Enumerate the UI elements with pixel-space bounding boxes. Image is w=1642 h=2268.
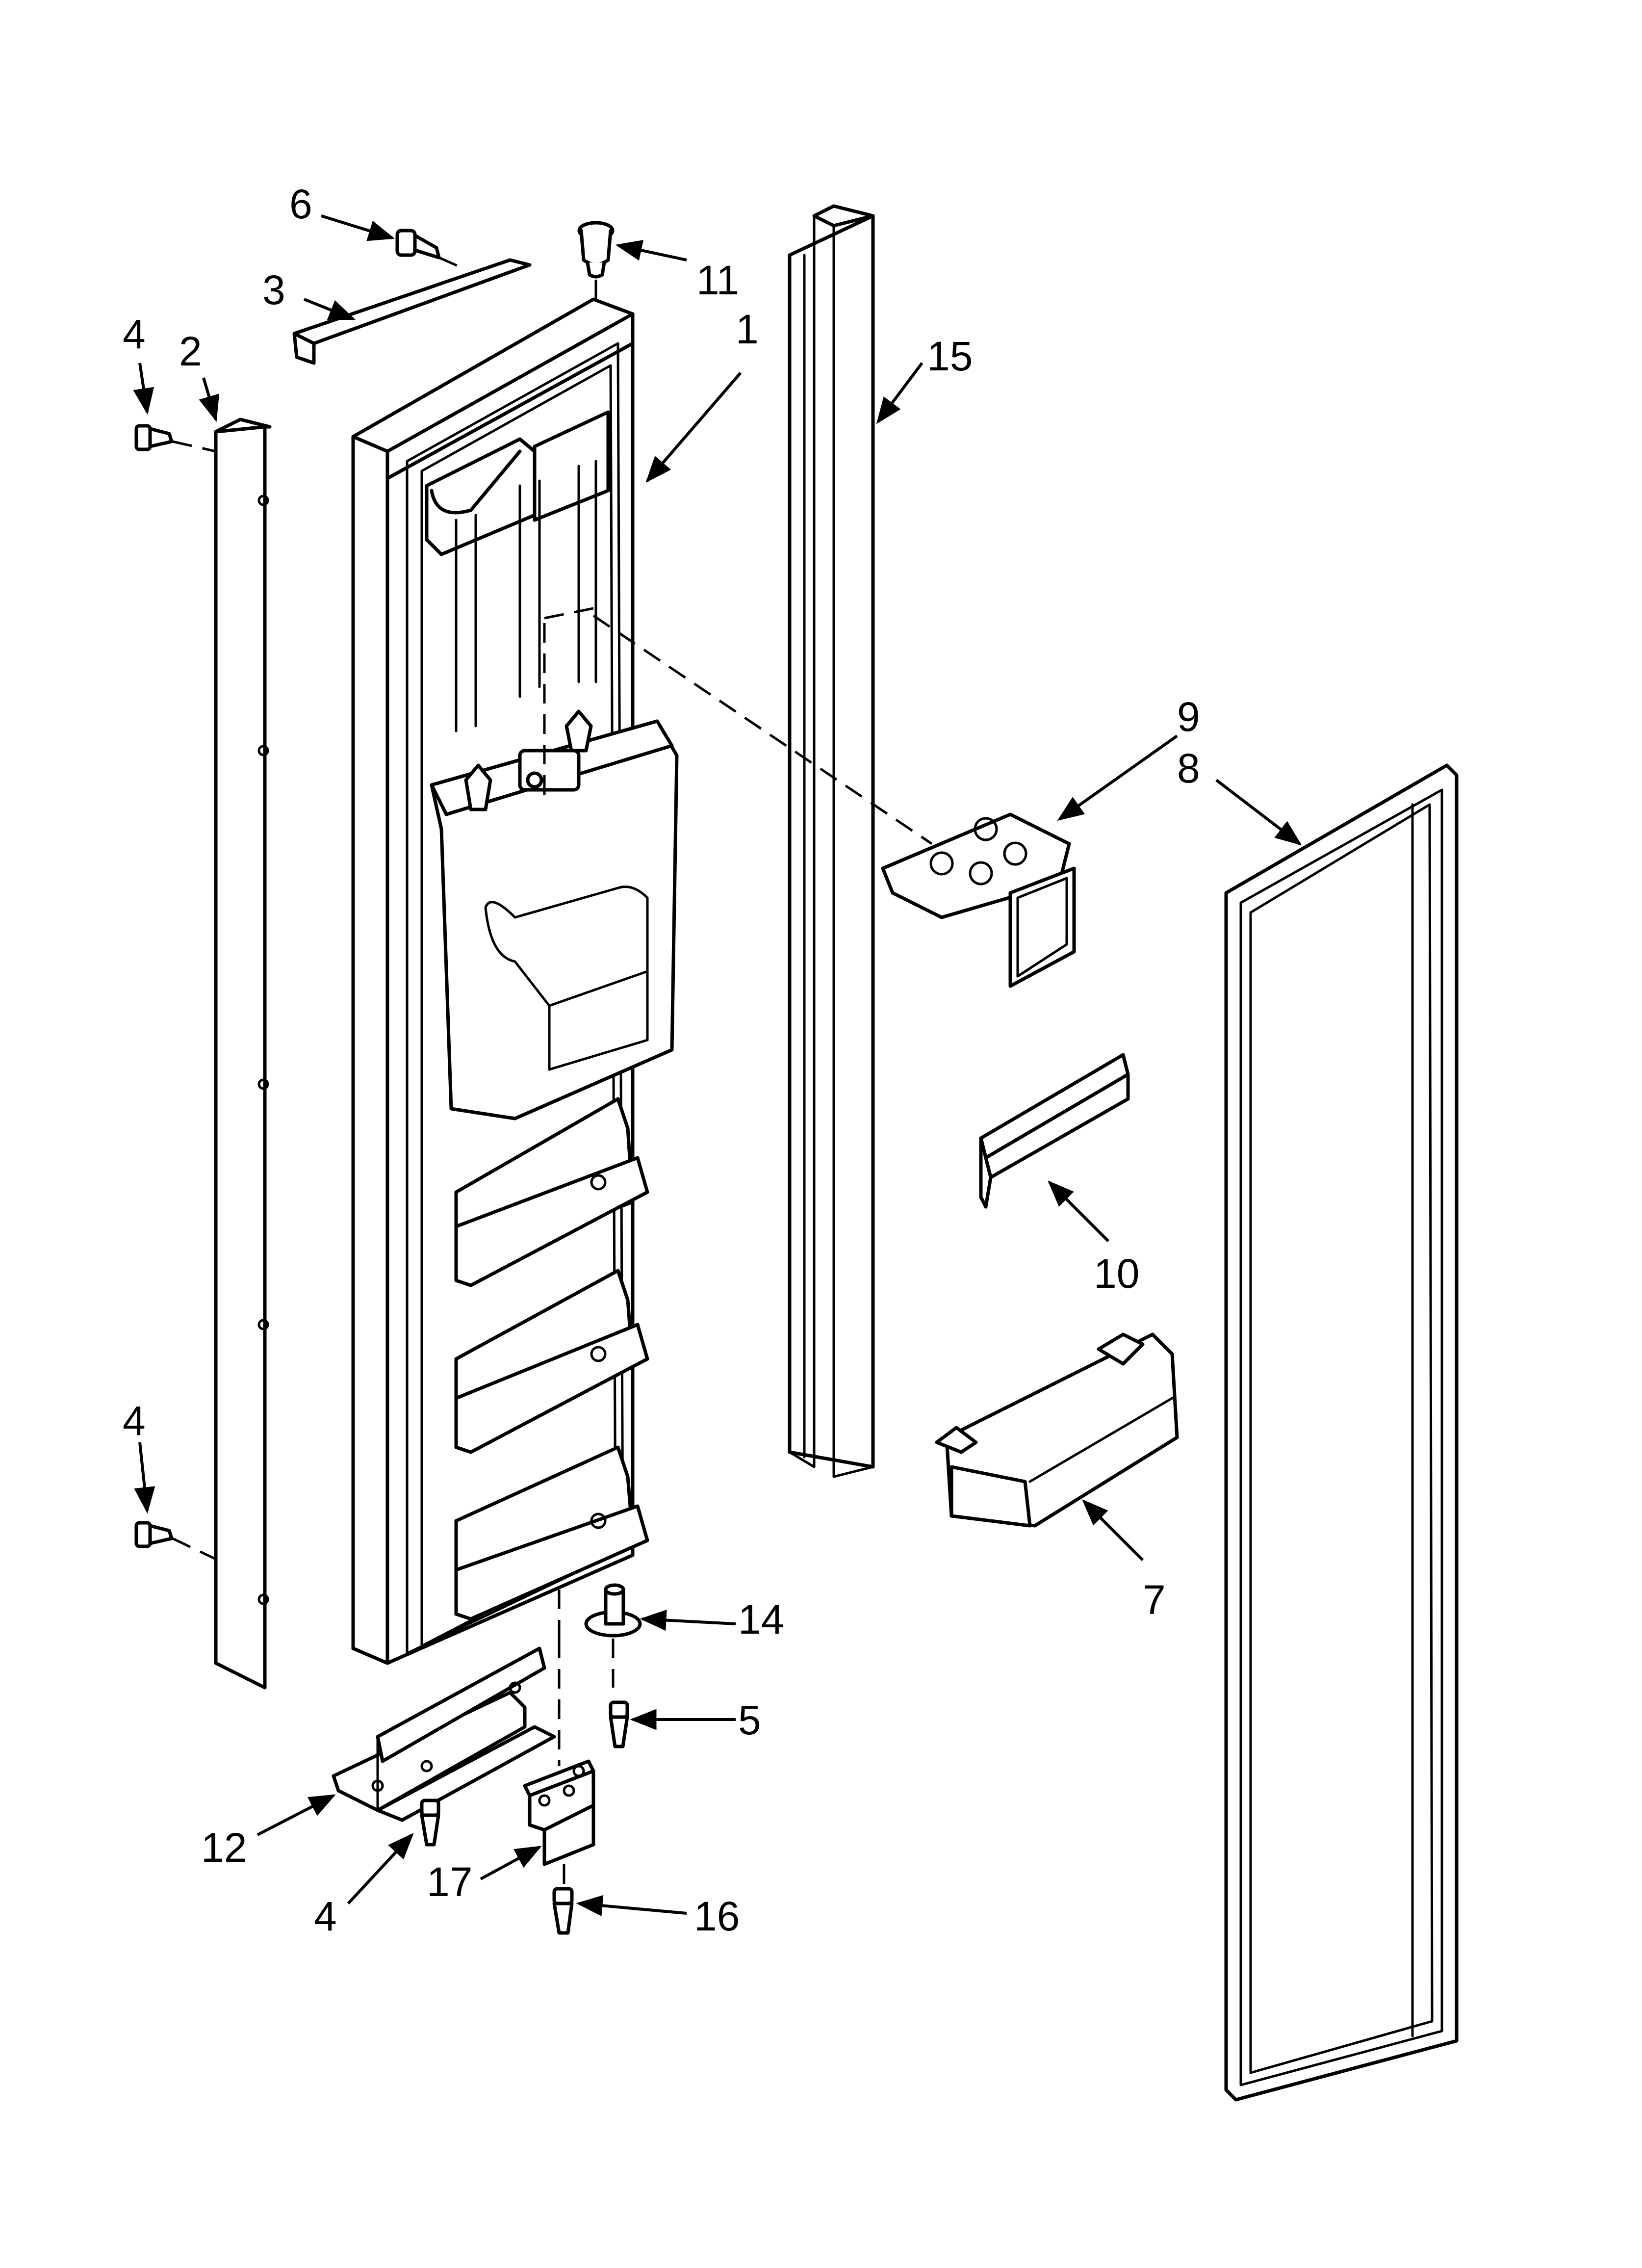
part-11-plug [577, 221, 615, 304]
callout-2: 2 [179, 328, 202, 374]
part-8-gasket [1224, 763, 1459, 2102]
callout-labels: 6 3 4 2 11 1 15 9 8 10 7 4 14 5 12 4 17 … [123, 181, 1200, 1939]
part-3-top-cap [292, 258, 532, 365]
callout-11: 11 [696, 257, 739, 303]
callout-17: 17 [427, 1859, 472, 1905]
callout-7: 7 [1143, 1577, 1166, 1623]
part-9-bracket [881, 812, 1076, 988]
leader-lines [133, 214, 1302, 1916]
part-14-hinge-pin [558, 1583, 642, 1688]
callout-12: 12 [201, 1825, 247, 1871]
callout-4: 4 [314, 1893, 337, 1939]
part-7-bin [935, 1332, 1179, 1528]
assembly-line [592, 614, 933, 845]
callout-6: 6 [289, 181, 312, 227]
callout-16: 16 [694, 1893, 740, 1939]
screw-icon [420, 1799, 440, 1847]
part-15-vertical-strip [788, 204, 875, 1478]
screw-icon [134, 1521, 217, 1561]
part-17-lower-hinge [523, 1639, 595, 1884]
callout-4: 4 [123, 311, 146, 357]
screw-icon [134, 424, 216, 453]
callout-1: 1 [736, 306, 759, 352]
callout-14: 14 [738, 1596, 784, 1642]
part-2-left-trim [214, 417, 272, 1690]
part-1-door [351, 297, 679, 1665]
callout-4: 4 [123, 1398, 146, 1444]
callout-3: 3 [262, 267, 285, 313]
callout-10: 10 [1094, 1251, 1139, 1297]
callout-15: 15 [927, 333, 973, 379]
part-12-hinge-bracket [332, 1646, 556, 1822]
callout-5: 5 [738, 1697, 761, 1743]
callout-9: 9 [1177, 694, 1200, 740]
screw-icon [552, 1887, 574, 1935]
screw-icon [395, 229, 462, 269]
screw-icon [609, 1700, 629, 1748]
callout-8: 8 [1177, 745, 1200, 791]
part-10-channel [979, 1053, 1130, 1209]
